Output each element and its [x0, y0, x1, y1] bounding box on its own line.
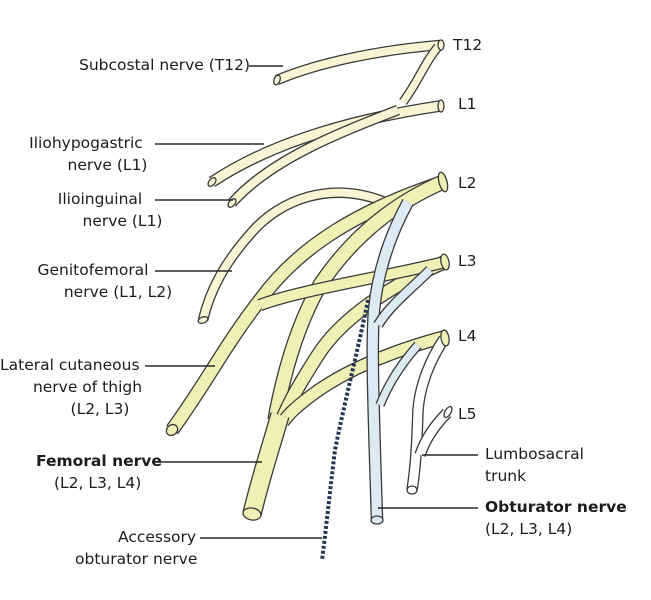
cap-l3 — [440, 253, 450, 271]
label-subcostal-nerve: Subcostal nerve (T12) — [79, 56, 251, 74]
ilioinguinal-nerve — [228, 105, 400, 207]
label-lumbosacral-trunk-line2: trunk — [485, 467, 527, 485]
label-lumbosacral-trunk-line1: Lumbosacral — [485, 445, 584, 463]
root-label-t12: T12 — [453, 36, 483, 54]
label-obturator-roots: (L2, L3, L4) — [485, 520, 573, 538]
label-iliohypogastric-line1: Iliohypogastric — [29, 134, 143, 152]
femoral-l3-root — [275, 255, 448, 423]
l3-lateral-branch — [257, 255, 447, 311]
leader-lines — [145, 65, 478, 539]
cap-genitofemoral — [197, 316, 209, 324]
cap-iliohypogastric — [207, 177, 217, 187]
subcostal-nerve — [274, 39, 441, 85]
root-label-l5: L5 — [458, 405, 477, 423]
femoral-l4-root — [277, 330, 446, 427]
cap-lumbosacral — [406, 485, 418, 495]
root-label-l2: L2 — [458, 174, 477, 192]
root-label-l4: L4 — [458, 327, 477, 345]
lumbosacral-trunk-l5 — [414, 408, 452, 457]
cap-l2 — [437, 171, 449, 193]
root-label-l1: L1 — [458, 95, 477, 113]
label-genitofemoral-line2: nerve (L1, L2) — [63, 283, 173, 301]
cap-ilioinguinal — [227, 198, 237, 208]
root-label-l3: L3 — [458, 252, 477, 270]
label-lateral-cutaneous-line3: (L2, L3) — [70, 400, 130, 418]
label-femoral-nerve: Femoral nerve — [36, 452, 162, 470]
label-femoral-roots: (L2, L3, L4) — [54, 474, 142, 492]
cap-femoral — [242, 507, 262, 521]
cap-obturator — [370, 515, 384, 525]
t12-connector — [399, 43, 442, 105]
genitofemoral-nerve — [197, 187, 387, 322]
cap-subcostal — [273, 74, 281, 86]
obturator-l3-root — [373, 266, 434, 328]
label-accessory-obturator-line2: obturator nerve — [75, 550, 198, 568]
cap-l5 — [443, 405, 453, 419]
label-genitofemoral-line1: Genitofemoral — [37, 261, 149, 279]
label-iliohypogastric-line2: nerve (L1) — [67, 156, 148, 174]
label-ilioinguinal-line2: nerve (L1) — [82, 212, 163, 230]
cap-l1 — [437, 99, 445, 113]
label-obturator-nerve: Obturator nerve — [485, 498, 627, 516]
label-lateral-cutaneous-line2: nerve of thigh — [32, 378, 143, 396]
obturator-nerve — [366, 198, 414, 521]
label-ilioinguinal-line1: Ilioinguinal — [57, 190, 143, 208]
accessory-obturator-nerve — [320, 299, 370, 561]
cap-t12 — [437, 39, 445, 51]
iliohypogastric-nerve — [208, 100, 441, 187]
label-lateral-cutaneous-line1: Lateral cutaneous — [0, 356, 140, 374]
lumbosacral-trunk-l4 — [406, 335, 449, 491]
label-accessory-obturator-line1: Accessory — [118, 528, 197, 546]
cap-lateral-cutaneous — [165, 423, 179, 437]
obturator-l4-root — [375, 341, 422, 407]
cap-l4 — [440, 329, 450, 347]
femoral-nerve — [242, 412, 290, 517]
lateral-cutaneous-nerve — [166, 175, 446, 435]
